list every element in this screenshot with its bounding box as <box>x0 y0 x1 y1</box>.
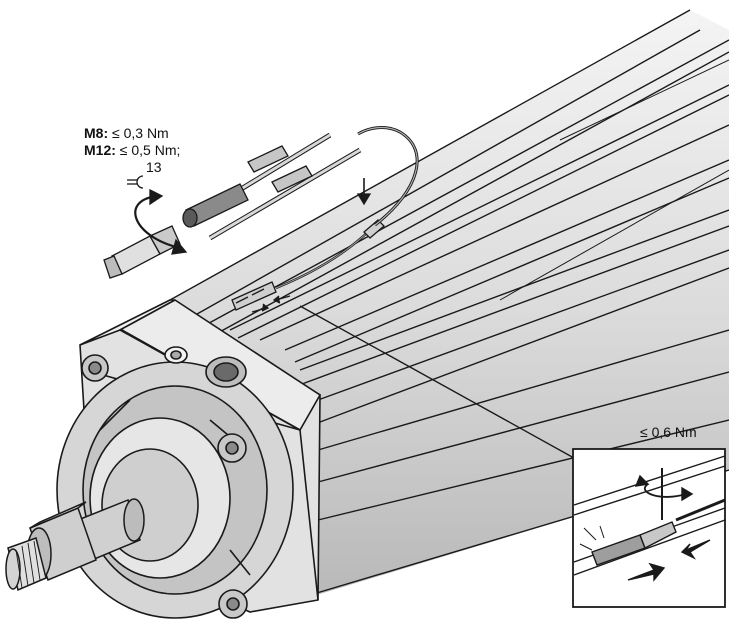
m12-line: M12: ≤ 0,5 Nm; <box>84 142 180 159</box>
detail-leader-line <box>299 305 575 459</box>
wrench-line: 13 <box>84 159 180 176</box>
m12-value: ≤ 0,5 Nm; <box>119 142 181 158</box>
m8-key: M8: <box>84 125 109 141</box>
connector-cables <box>103 132 362 279</box>
piston-rod <box>5 498 145 592</box>
open-end-wrench-icon <box>127 175 144 189</box>
m8-value: ≤ 0,3 Nm <box>112 125 169 141</box>
torque-spec-block: M8: ≤ 0,3 Nm M12: ≤ 0,5 Nm; 13 <box>84 125 180 176</box>
m12-key: M12: <box>84 142 116 158</box>
proximity-sensor <box>231 126 419 313</box>
detail-inset <box>572 448 726 608</box>
m8-line: M8: ≤ 0,3 Nm <box>84 125 180 142</box>
wrench-size: 13 <box>146 159 162 175</box>
detail-torque-label: ≤ 0,6 Nm <box>640 424 697 440</box>
